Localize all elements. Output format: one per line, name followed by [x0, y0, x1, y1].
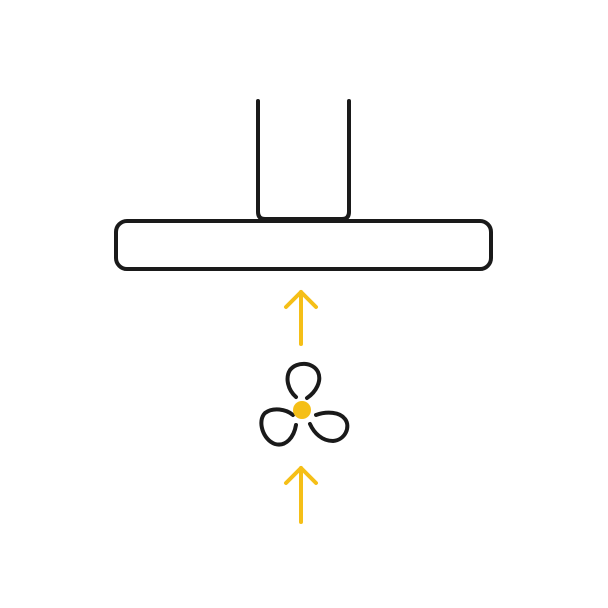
upper-arrow-head	[284, 290, 318, 309]
fan-blade-left	[259, 407, 298, 447]
fan-hub	[293, 401, 311, 419]
fan-blade-top	[285, 361, 322, 400]
lower-arrow-head	[284, 466, 318, 485]
arrow-up-icon	[284, 466, 318, 524]
fan-icon	[259, 361, 350, 447]
fan-blade-right	[308, 410, 350, 443]
arrow-up-icon	[284, 290, 318, 346]
hood-canopy	[114, 219, 493, 271]
hood-chimney	[256, 99, 351, 221]
range-hood-icon	[114, 99, 493, 271]
